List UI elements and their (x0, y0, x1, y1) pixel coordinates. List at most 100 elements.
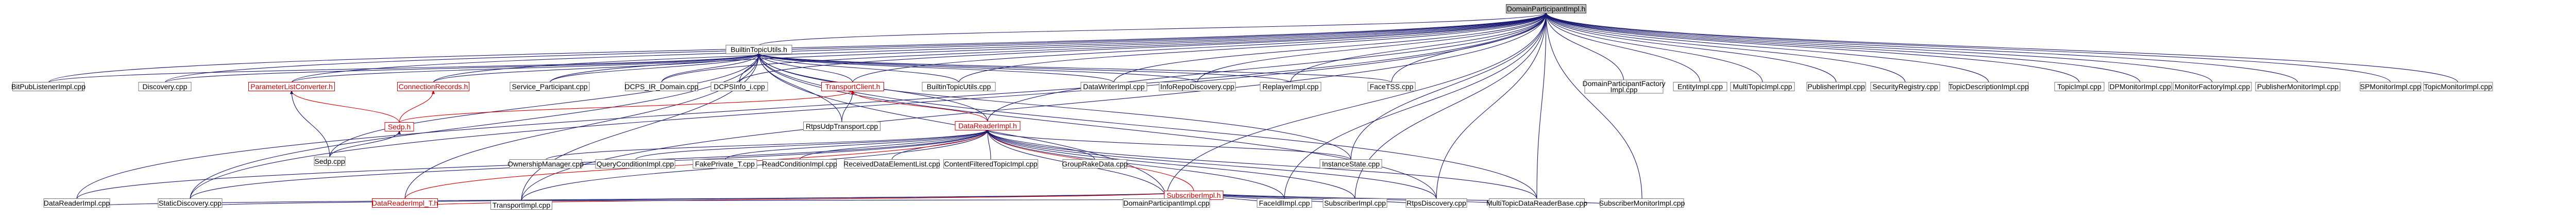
node-label: RtpsDiscovery.cpp (1406, 199, 1466, 207)
graph-node-facetss[interactable]: FaceTSS.cpp (1367, 82, 1416, 91)
node-label: QueryConditionImpl.cpp (597, 160, 674, 168)
graph-node-topicdesc[interactable]: TopicDescriptionImpl.cpp (1948, 82, 2029, 91)
node-box (762, 159, 837, 169)
graph-node-sedp-cpp[interactable]: Sedp.cpp (314, 157, 346, 166)
node-label: Service_Participant.cpp (512, 82, 587, 91)
graph-node-datareader-h[interactable]: DataReaderImpl.h (955, 121, 1021, 130)
node-box (1730, 82, 1795, 91)
include-edge (987, 12, 1548, 122)
include-edge (1545, 12, 2459, 83)
node-label: ReplayerImpl.cpp (1263, 82, 1319, 91)
node-label: MultiTopicDataReaderBase.cpp (1486, 199, 1587, 207)
graph-node-contentfiltered[interactable]: ContentFilteredTopicImpl.cpp (943, 159, 1038, 169)
node-label: Discovery.cpp (143, 82, 188, 91)
graph-node-datawriter[interactable]: DataWriterImpl.cpp (1080, 82, 1147, 91)
graph-node-dpimpl-cpp[interactable]: DomainParticipantImpl.cpp (1123, 198, 1210, 208)
node-label: ConnectionRecords.h (399, 82, 468, 91)
node-box (1489, 198, 1585, 208)
graph-node-publisher[interactable]: PublisherImpl.cpp (1806, 82, 1866, 91)
graph-node-submonitor[interactable]: SubscriberMonitorImpl.cpp (1599, 198, 1685, 208)
include-edge (661, 53, 761, 83)
graph-node-dcpsinfo[interactable]: DCPSInfo_i.cpp (710, 82, 768, 91)
node-box (397, 82, 469, 91)
graph-node-faceidl[interactable]: FaceIdlImpl.cpp (1257, 198, 1312, 208)
graph-node-multitopicbase[interactable]: MultiTopicDataReaderBase.cpp (1486, 198, 1587, 208)
include-edge (404, 53, 761, 199)
include-edge (986, 129, 1285, 199)
include-edge (841, 90, 855, 123)
graph-node-sedp-h[interactable]: Sedp.h (384, 122, 414, 131)
node-box (625, 82, 698, 91)
node-label: FaceIdlImpl.cpp (1259, 199, 1310, 207)
include-edge (1544, 12, 1906, 83)
node-label: EntityImpl.cpp (1677, 82, 1723, 91)
graph-node-replayer[interactable]: ReplayerImpl.cpp (1260, 82, 1321, 91)
graph-node-rtpsudp[interactable]: RtpsUdpTransport.cpp (803, 122, 880, 131)
graph-node-pubmonitor[interactable]: PublisherMonitorImpl.cpp (2255, 82, 2341, 91)
graph-node-connrec-h[interactable]: ConnectionRecords.h (397, 82, 469, 91)
include-edge (799, 129, 989, 160)
graph-node-transclient-h[interactable]: TransportClient.h (821, 82, 884, 91)
graph-node-inforepo[interactable]: InfoRepoDiscovery.cpp (1159, 82, 1236, 91)
graph-node-entity[interactable]: EntityImpl.cpp (1673, 82, 1727, 91)
node-box (1367, 82, 1416, 91)
node-label: StaticDiscovery.cpp (159, 199, 222, 207)
node-label: DCPSInfo_i.cpp (714, 82, 765, 91)
graph-node-rtpsdiscovery[interactable]: RtpsDiscovery.cpp (1405, 198, 1467, 208)
graph-node-dpmonitor[interactable]: DPMonitorImpl.cpp (2108, 82, 2172, 91)
graph-node-subscriber-cpp[interactable]: SubscriberImpl.cpp (1323, 198, 1387, 208)
include-edge (404, 191, 1195, 208)
graph-node-groupres[interactable]: GroupRakeData.cpp (1062, 159, 1128, 169)
graph-node-builtin-h[interactable]: BuiltinTopicUtils.h (725, 45, 792, 54)
node-box (1260, 82, 1321, 91)
node-label: GroupRakeData.cpp (1062, 160, 1128, 168)
graph-node-builtin-cpp[interactable]: BuiltinTopicUtils.cpp (922, 82, 996, 91)
node-box (2108, 82, 2172, 91)
graph-node-dcps-ir[interactable]: DCPS_IR_Domain.cpp (624, 82, 699, 91)
graph-node-monfactory[interactable]: MonitorFactoryImpl.cpp (2173, 82, 2252, 91)
include-edge (1545, 12, 2298, 83)
graph-node-discovery[interactable]: Discovery.cpp (138, 82, 192, 91)
include-edge (986, 129, 1437, 199)
include-edge (852, 12, 1548, 83)
node-label: MultiTopicImpl.cpp (1733, 82, 1792, 91)
graph-node-querycond[interactable]: QueryConditionImpl.cpp (595, 159, 675, 169)
graph-node-topicmonitor[interactable]: TopicMonitorImpl.cpp (2423, 82, 2493, 91)
node-box (595, 159, 675, 169)
graph-node-multitopic[interactable]: MultiTopicImpl.cpp (1730, 82, 1795, 91)
include-edge (190, 12, 1548, 199)
node-label: TopicImpl.cpp (2057, 82, 2102, 91)
include-edge (986, 129, 1355, 199)
include-nodes: DomainParticipantImpl.hBuiltinTopicUtils… (11, 4, 2493, 210)
node-label: TransportClient.h (825, 82, 880, 91)
graph-node-spmonitor[interactable]: SPMonitorImpl.cpp (2360, 82, 2421, 91)
graph-node-service-part[interactable]: Service_Participant.cpp (510, 82, 590, 91)
graph-node-readcond[interactable]: ReadConditionImpl.cpp (762, 159, 837, 169)
graph-node-staticdiscovery[interactable]: StaticDiscovery.cpp (158, 198, 223, 208)
include-edge (1544, 12, 1642, 199)
node-label: MonitorFactoryImpl.cpp (2175, 82, 2250, 91)
include-edge (757, 53, 1437, 199)
include-edge (1545, 12, 2141, 83)
include-edge (48, 53, 760, 83)
graph-node-topic[interactable]: TopicImpl.cpp (2054, 82, 2105, 91)
graph-node-transportimpl[interactable]: TransportImpl.cpp (490, 200, 552, 210)
graph-node-security[interactable]: SecurityRegistry.cpp (1870, 82, 1940, 91)
graph-node-subscriber-h[interactable]: SubscriberImpl.h (1164, 191, 1224, 200)
graph-node-receiveddata[interactable]: ReceivedDataElementList.cpp (843, 159, 940, 169)
graph-node-fakeprivate[interactable]: FakePrivate_T.cpp (692, 159, 757, 169)
graph-node-datareader-cpp[interactable]: DataReaderImpl.cpp (43, 198, 110, 208)
graph-node-bitpub[interactable]: BitPubListenerImpl.cpp (11, 82, 86, 91)
node-box (1323, 198, 1387, 208)
graph-node-instancestate[interactable]: InstanceState.cpp (1319, 159, 1382, 169)
node-box (1159, 82, 1236, 91)
node-label: TopicMonitorImpl.cpp (2424, 82, 2492, 91)
node-label: DomainParticipantImpl.cpp (1123, 199, 1210, 207)
include-edge (757, 53, 842, 123)
graph-node-paramconv-h[interactable]: ParameterListConverter.h (248, 82, 335, 91)
graph-node-ownership[interactable]: OwnershipManager.cpp (507, 159, 584, 169)
graph-node-datareader-t[interactable]: DataReaderImpl_T.h (372, 198, 438, 208)
include-edge (1544, 12, 1837, 83)
include-edge (290, 90, 400, 123)
